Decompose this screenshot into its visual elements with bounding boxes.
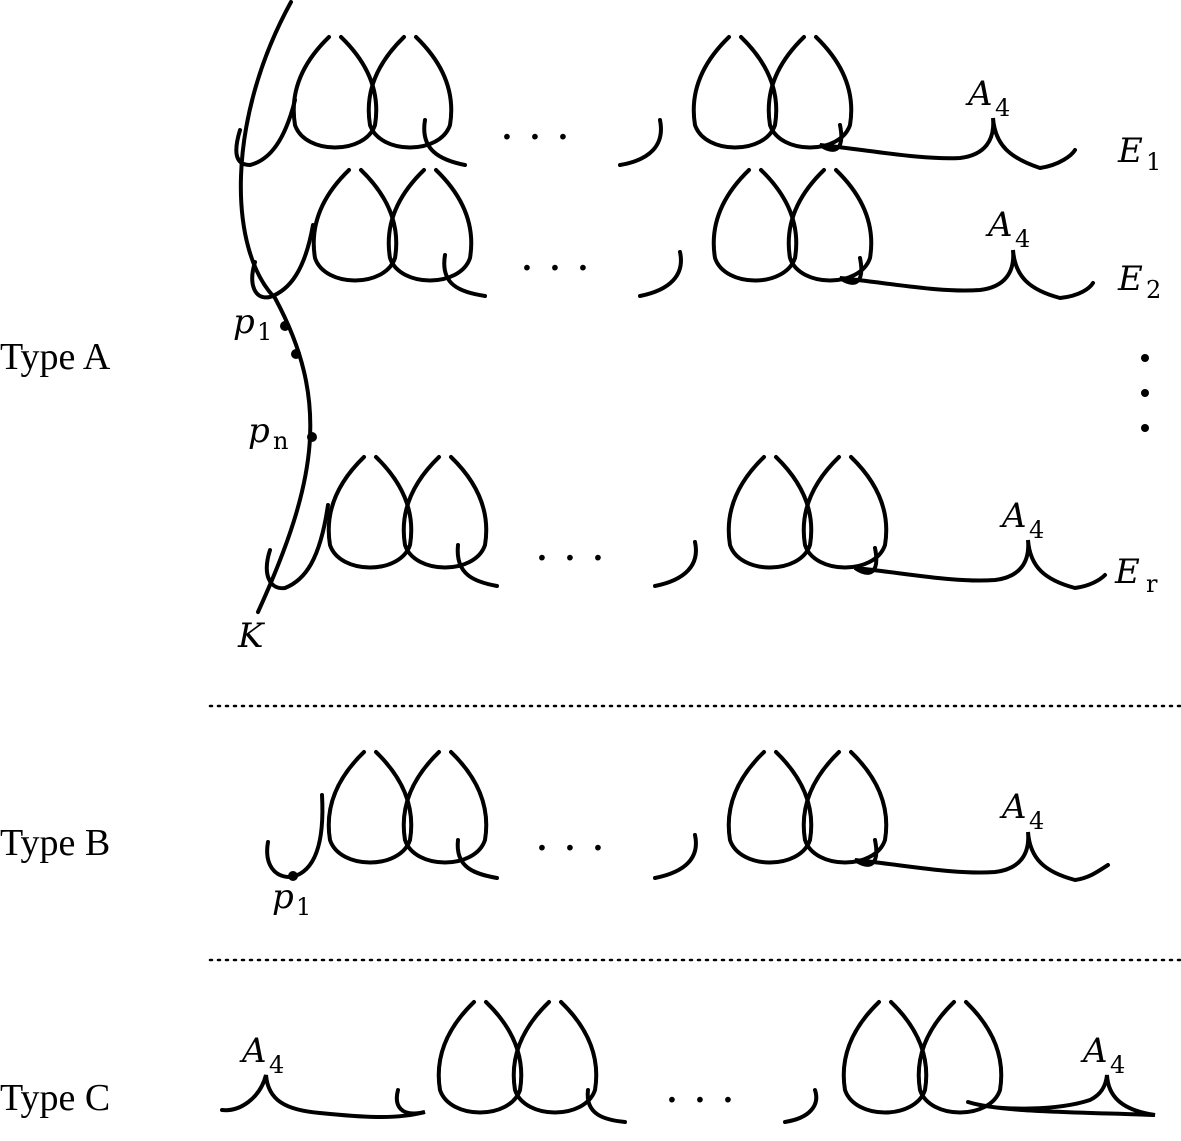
svg-text:E: E	[1114, 552, 1140, 592]
curve-e2: · · ·	[250, 168, 1095, 301]
curve-k	[238, 0, 313, 614]
loop	[386, 168, 474, 283]
er-label: E r	[1114, 552, 1158, 598]
p1-label-sub: 1	[257, 318, 272, 346]
singularity-label-e1: A 4	[965, 74, 1010, 122]
curve-type-b: · · ·	[265, 750, 1110, 883]
e2-label: E 2	[1117, 259, 1161, 304]
singularity-label-er: A 4	[999, 496, 1044, 544]
svg-text:A: A	[1080, 1031, 1108, 1071]
ellipsis: · · ·	[665, 1075, 735, 1126]
loop	[511, 1000, 599, 1115]
loop	[711, 168, 799, 283]
curve-type-c: · · ·	[220, 1000, 1156, 1126]
loop	[691, 35, 779, 150]
point-p1	[288, 871, 298, 881]
pn-label: p	[248, 411, 270, 451]
loop	[311, 168, 399, 283]
loop	[726, 750, 814, 865]
svg-text:1: 1	[296, 893, 311, 921]
singularity-label-c-left: A 4	[239, 1031, 284, 1079]
loop	[436, 1000, 524, 1115]
pn-label-sub: n	[273, 427, 288, 455]
e1-label: E 1	[1117, 131, 1161, 176]
svg-text:4: 4	[269, 1051, 284, 1079]
loop	[326, 750, 414, 865]
svg-text:A: A	[999, 496, 1027, 536]
svg-text:4: 4	[1029, 807, 1044, 835]
loop	[786, 168, 874, 283]
b-p1-label: p 1	[272, 877, 311, 921]
loop	[401, 455, 489, 570]
loop	[841, 1000, 929, 1115]
point	[291, 349, 301, 359]
svg-text:4: 4	[1110, 1051, 1125, 1079]
ellipsis: · · ·	[535, 823, 605, 874]
loop	[366, 35, 454, 150]
point-pn	[307, 432, 317, 442]
loop	[291, 35, 379, 150]
singularity-label-sub: 4	[995, 94, 1010, 122]
points-on-k: p 1 p n	[233, 302, 317, 455]
type-b-label: Type B	[0, 822, 110, 864]
curve-er: · · ·	[264, 455, 1107, 591]
type-a-label: Type A	[0, 336, 111, 378]
svg-text:E: E	[1117, 131, 1143, 171]
point-p1	[280, 321, 290, 331]
svg-text:A: A	[239, 1031, 267, 1071]
svg-text:E: E	[1117, 259, 1143, 299]
svg-text:p: p	[272, 877, 294, 917]
svg-text:A: A	[999, 787, 1027, 827]
svg-text:2: 2	[1146, 276, 1161, 304]
loop	[326, 455, 414, 570]
svg-text:r: r	[1146, 570, 1158, 598]
loop	[726, 455, 814, 570]
loop	[401, 750, 489, 865]
singularity-label-e2: A 4	[985, 205, 1030, 253]
curve-e1: · · ·	[234, 35, 1077, 171]
ellipsis: · · ·	[535, 533, 605, 584]
loop	[766, 35, 854, 150]
singularity-label-b: A 4	[999, 787, 1044, 835]
singularity-label: A	[965, 74, 993, 114]
svg-text:4: 4	[1029, 516, 1044, 544]
svg-text:1: 1	[1146, 148, 1161, 176]
svg-text:4: 4	[1015, 225, 1030, 253]
svg-text:A: A	[985, 205, 1013, 245]
singularity-label-c-right: A 4	[1080, 1031, 1125, 1079]
p1-label: p	[233, 302, 255, 342]
ellipsis: · · ·	[500, 112, 570, 163]
ellipsis: · · ·	[520, 243, 590, 294]
k-label: K	[237, 616, 266, 656]
vertical-ellipsis	[1141, 354, 1149, 432]
type-c-label: Type C	[0, 1077, 110, 1119]
loop	[916, 1000, 1004, 1115]
loop	[801, 750, 889, 865]
